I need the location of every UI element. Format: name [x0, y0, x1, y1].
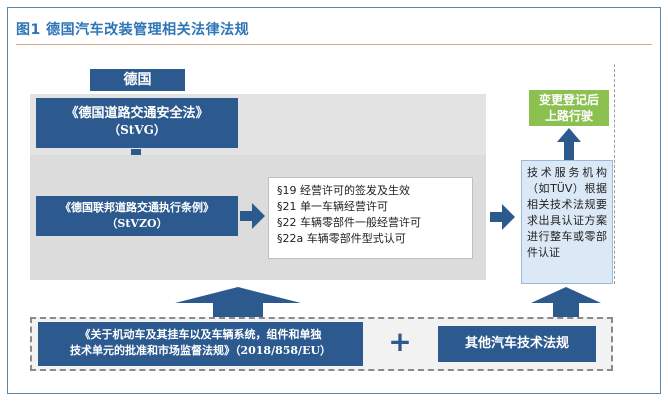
eu-regulation-line2: 技术单元的批准和市场监督法规》（2018/858/EU） — [69, 344, 332, 357]
section-item: §22a 车辆零部件型式认可 — [277, 232, 406, 245]
title-divider — [16, 44, 652, 45]
section-item: §22 车辆零部件一般经营许可 — [277, 216, 421, 229]
stvzo-box: 《德国联邦道路交通执行条例》 （StVZO） — [36, 196, 238, 236]
diagram-area — [25, 64, 615, 284]
section-item: §21 单一车辆经营许可 — [277, 200, 388, 213]
right-arrow-sections-tech — [490, 204, 515, 230]
plus-sign: + — [388, 325, 412, 358]
stvzo-abbrev: （StVZO） — [106, 217, 168, 230]
stvg-abbrev: （StVG） — [108, 123, 166, 137]
sections-box: §19 经营许可的签发及生效 §21 单一车辆经营许可 §22 车辆零部件一般经… — [268, 177, 473, 259]
right-arrow-stvzo-sections — [240, 203, 265, 229]
registration-box: 变更登记后 上路行驶 — [529, 90, 609, 126]
up-arrow-eu-germany — [175, 287, 301, 317]
up-arrow-tech-registration — [557, 128, 581, 160]
registration-line1: 变更登记后 — [538, 93, 599, 107]
eu-regulation-line1: 《关于机动车及其挂车以及车辆系统，组件和单独 — [79, 328, 322, 341]
other-regulations-box: 其他汽车技术法规 — [438, 326, 596, 362]
country-label: 德国 — [90, 69, 185, 91]
tech-service-box: 技术服务机构（如TÜV）根据相关技术法规要求出具认证方案进行整车或零部件认证 — [521, 160, 613, 284]
tech-service-text: 技术服务机构（如TÜV）根据相关技术法规要求出具认证方案进行整车或零部件认证 — [527, 166, 607, 259]
stvzo-title: 《德国联邦道路交通执行条例》 — [60, 201, 214, 214]
figure-frame — [7, 7, 661, 394]
stvg-box: 《德国道路交通安全法》 （StVG） — [36, 98, 238, 148]
eu-regulation-box: 《关于机动车及其挂车以及车辆系统，组件和单独 技术单元的批准和市场监督法规》（2… — [38, 322, 363, 366]
section-item: §19 经营许可的签发及生效 — [277, 184, 410, 197]
stvg-title: 《德国道路交通安全法》 — [65, 106, 209, 121]
up-arrow-eu-tech — [531, 287, 601, 317]
figure-title: 图1 德国汽车改装管理相关法律法规 — [16, 22, 250, 38]
registration-line2: 上路行驶 — [544, 109, 593, 123]
